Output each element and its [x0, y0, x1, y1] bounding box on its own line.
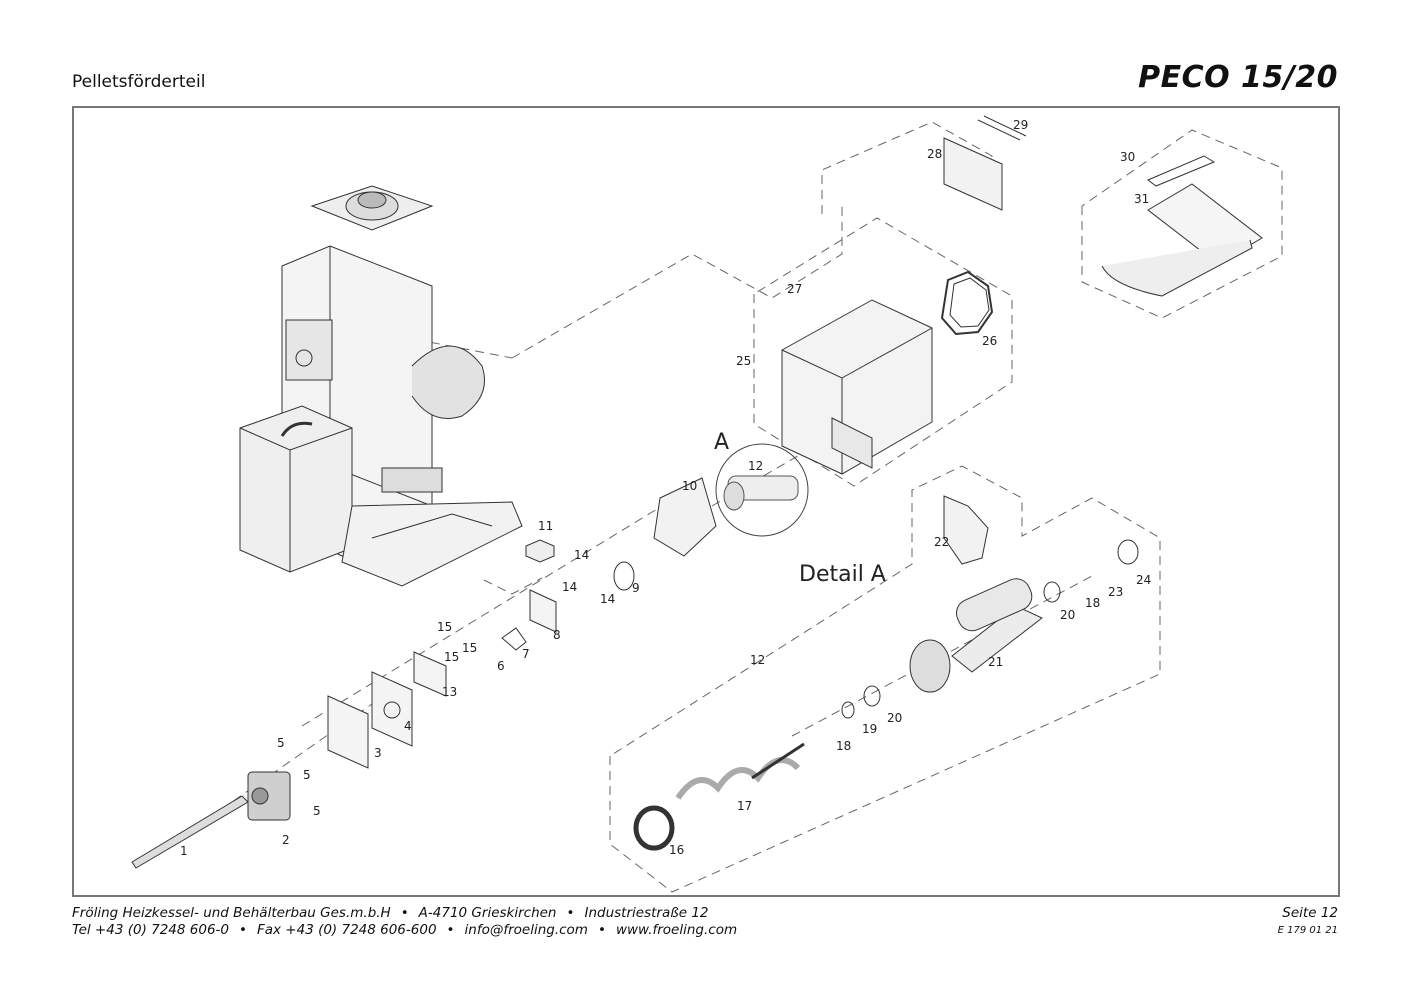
callout-22: 22 — [934, 535, 949, 549]
callout-labels: 1 2 3 4 5 5 5 6 7 8 9 10 11 12 12 13 14 … — [180, 118, 1151, 858]
callout-6: 6 — [497, 659, 505, 673]
callout-9: 9 — [632, 581, 640, 595]
callout-8: 8 — [553, 628, 561, 642]
callout-17: 17 — [737, 799, 752, 813]
callout-14: 14 — [574, 548, 589, 562]
page-title: Pelletsförderteil — [72, 72, 206, 92]
company-phone: Tel +43 (0) 7248 606-0 — [72, 922, 229, 938]
callout-15: 15 — [462, 641, 477, 655]
footer-address-line: Fröling Heizkessel- und Behälterbau Ges.… — [72, 905, 709, 921]
detail-marker: A — [714, 430, 729, 455]
page-number: Seite 12 — [1282, 905, 1338, 921]
callout-3: 3 — [374, 746, 382, 760]
callout-13: 13 — [442, 685, 457, 699]
callout-24: 24 — [1136, 573, 1151, 587]
company-city: A-4710 Grieskirchen — [418, 905, 557, 921]
callout-5: 5 — [303, 768, 311, 782]
detail-label: Detail A — [799, 562, 886, 587]
exploded-parts-diagram: 1 2 3 4 5 5 5 6 7 8 9 10 11 12 12 13 14 … — [131, 115, 1283, 893]
callout-18: 18 — [836, 739, 851, 753]
footer-contact-line: Tel +43 (0) 7248 606-0•Fax +43 (0) 7248 … — [72, 922, 738, 938]
callout-29: 29 — [1013, 118, 1028, 132]
callout-5: 5 — [313, 804, 321, 818]
callout-12: 12 — [750, 653, 765, 667]
callout-23: 23 — [1108, 585, 1123, 599]
company-street: Industriestraße 12 — [584, 905, 709, 921]
callout-12: 12 — [748, 459, 763, 473]
callout-30: 30 — [1120, 150, 1135, 164]
callout-2: 2 — [282, 833, 290, 847]
company-fax: Fax +43 (0) 7248 606-600 — [256, 922, 437, 938]
document-number: E 179 01 21 — [1277, 925, 1338, 936]
callout-25: 25 — [736, 354, 751, 368]
pellet-hopper — [781, 115, 1263, 475]
callout-16: 16 — [669, 843, 684, 857]
callout-14: 14 — [600, 592, 615, 606]
drive-parts — [131, 477, 717, 869]
callout-4: 4 — [404, 719, 412, 733]
boiler-body — [239, 185, 523, 587]
callout-11: 11 — [538, 519, 553, 533]
callout-14: 14 — [562, 580, 577, 594]
callout-7: 7 — [522, 647, 530, 661]
callout-28: 28 — [927, 147, 942, 161]
callout-1: 1 — [180, 844, 188, 858]
company-email: info@froeling.com — [464, 922, 588, 938]
callout-27: 27 — [787, 282, 802, 296]
model-name: PECO 15/20 — [1138, 60, 1338, 95]
callout-18: 18 — [1085, 596, 1100, 610]
company-website: www.froeling.com — [615, 922, 738, 938]
callout-31: 31 — [1134, 192, 1149, 206]
company-name: Fröling Heizkessel- und Behälterbau Ges.… — [72, 905, 391, 921]
footer-contact: Fröling Heizkessel- und Behälterbau Ges.… — [72, 905, 737, 939]
detail-a-circle — [715, 443, 809, 537]
auger-parts — [633, 495, 1139, 851]
callout-15: 15 — [444, 650, 459, 664]
callout-20: 20 — [887, 711, 902, 725]
callout-21: 21 — [988, 655, 1003, 669]
callout-10: 10 — [682, 479, 697, 493]
callout-5: 5 — [277, 736, 285, 750]
footer-page-info: Seite 12 E 179 01 21 — [1278, 905, 1338, 938]
drawing-frame — [72, 106, 1340, 897]
callout-26: 26 — [982, 334, 997, 348]
callout-20: 20 — [1060, 608, 1075, 622]
callout-15: 15 — [437, 620, 452, 634]
callout-19: 19 — [862, 722, 877, 736]
